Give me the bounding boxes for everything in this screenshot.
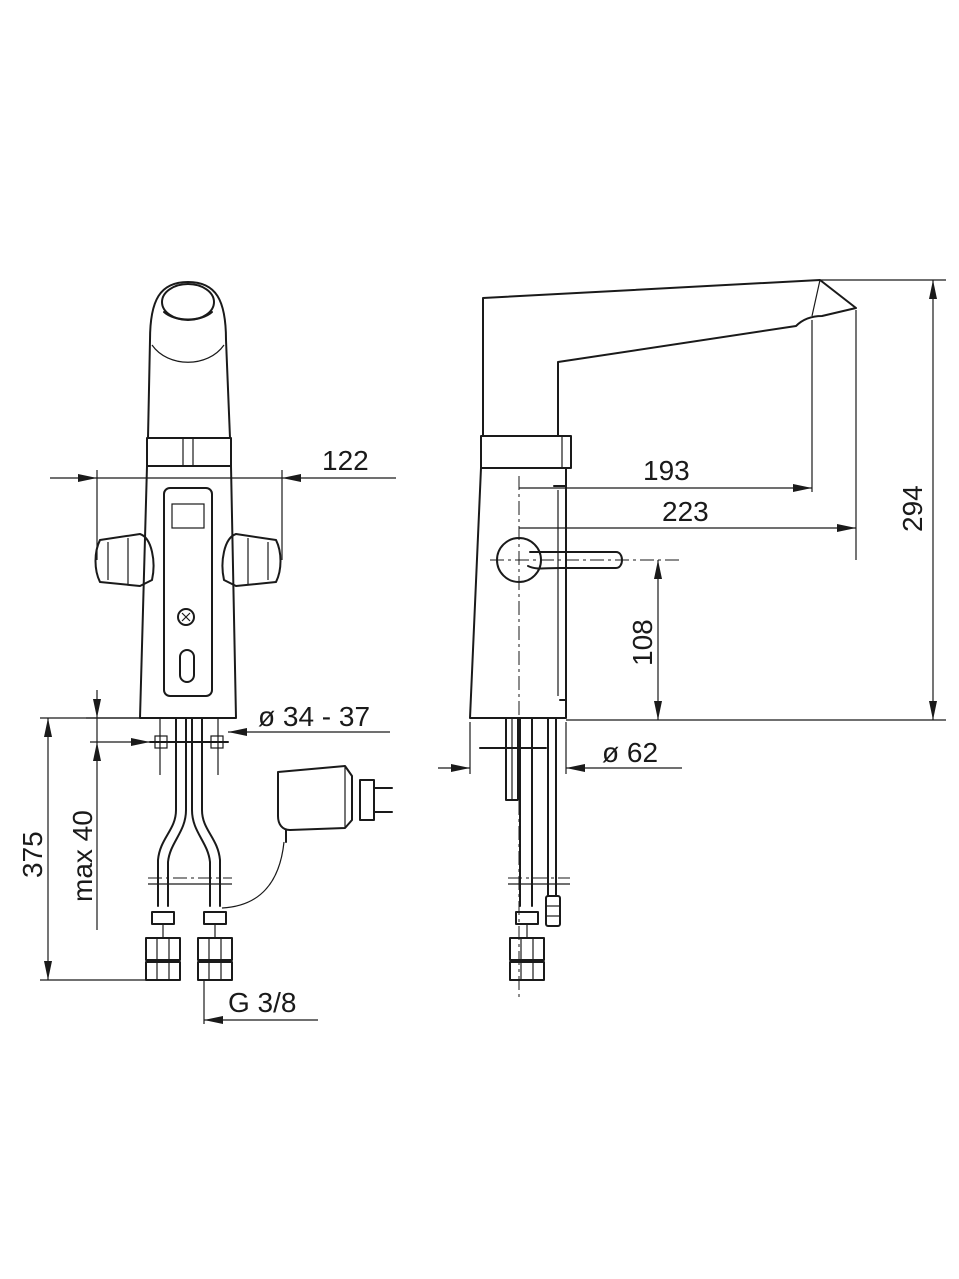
front-left-handle [94,533,155,587]
front-left-fitting [145,911,181,981]
dim-193-label: 193 [643,455,690,486]
front-dimensions: 122 ø 34 - 37 max 40 375 G 3/8 [17,445,396,1024]
side-body [469,467,567,719]
side-spout [482,279,857,437]
front-spout [147,281,231,439]
dim-122-label: 122 [322,445,369,476]
front-view [94,281,393,981]
front-mount [149,718,229,775]
dim-223-label: 223 [662,496,709,527]
dim-g38-label: G 3/8 [228,987,296,1018]
power-adapter [221,765,393,909]
side-view [469,279,857,1000]
dim-294-label: 294 [897,485,928,532]
front-hoses [148,717,232,907]
front-right-handle [221,533,282,587]
dim-375-label: 375 [17,831,48,878]
dim-max40-label: max 40 [67,810,98,902]
side-fitting [509,911,545,981]
front-collar [146,437,232,467]
front-right-fitting [197,911,233,981]
side-collar [480,435,572,469]
dim-108-label: 108 [627,619,658,666]
side-hoses [508,717,570,927]
front-body [139,465,237,719]
side-dimensions: 193 223 294 108 ø 62 [438,279,946,774]
dim-62-label: ø 62 [602,737,658,768]
side-mount [479,717,547,801]
dim-hole-label: ø 34 - 37 [258,701,370,732]
